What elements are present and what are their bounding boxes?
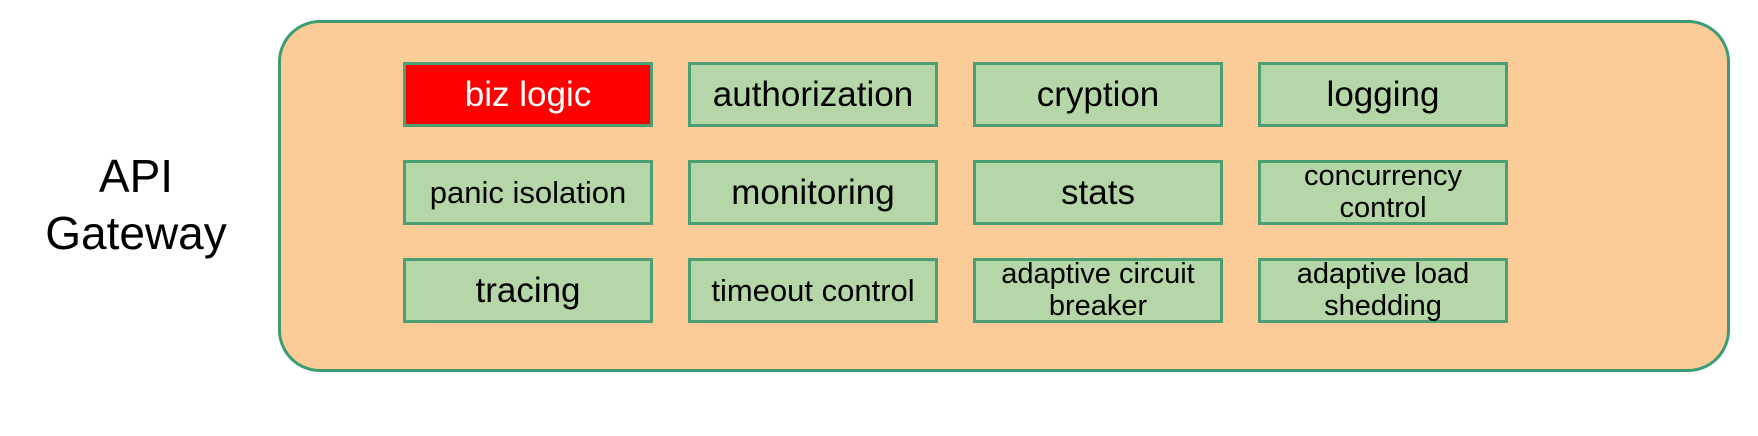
capability-box[interactable]: adaptive circuit breaker <box>973 258 1223 323</box>
capability-grid: biz logic authorization cryption logging pan… <box>403 62 1671 328</box>
capability-box[interactable]: adaptive load shedding <box>1258 258 1508 323</box>
capability-box[interactable]: panic isolation <box>403 160 653 225</box>
capability-box[interactable]: monitoring <box>688 160 938 225</box>
capability-box[interactable]: logging <box>1258 62 1508 127</box>
capability-box[interactable]: concurrency control <box>1258 160 1508 225</box>
capability-box[interactable]: biz logic <box>403 62 653 127</box>
capability-box[interactable]: cryption <box>973 62 1223 127</box>
capability-box[interactable]: timeout control <box>688 258 938 323</box>
capability-box[interactable]: stats <box>973 160 1223 225</box>
capability-box[interactable]: tracing <box>403 258 653 323</box>
capability-box[interactable]: authorization <box>688 62 938 127</box>
api-gateway-label: API Gateway <box>45 150 227 259</box>
